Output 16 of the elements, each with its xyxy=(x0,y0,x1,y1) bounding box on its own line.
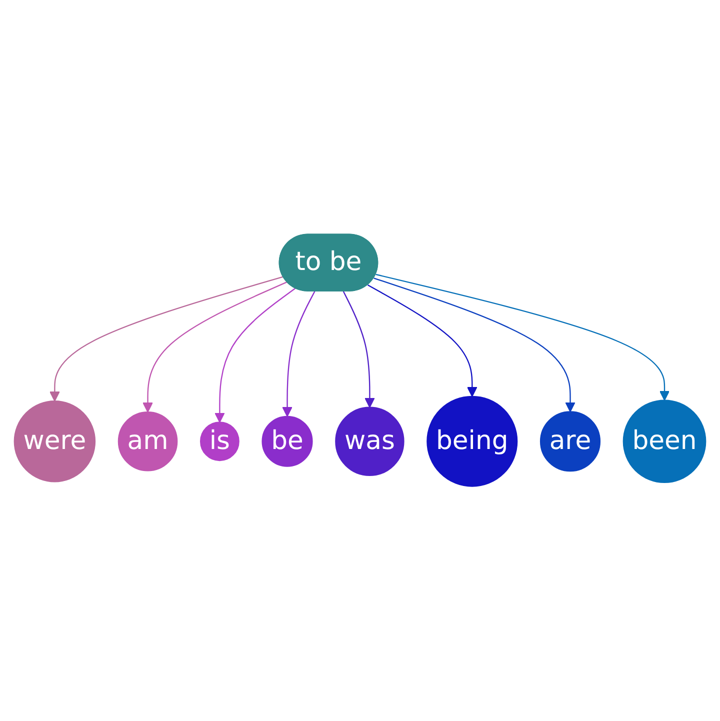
node-circle: am xyxy=(118,412,178,472)
arrow xyxy=(376,274,670,401)
arrow xyxy=(214,288,296,423)
arrow xyxy=(142,282,288,413)
node-circle: were xyxy=(14,400,96,482)
node-circle: are xyxy=(540,411,601,472)
node-circle: was xyxy=(335,406,404,476)
arrow xyxy=(342,291,375,408)
arrow xyxy=(367,284,478,398)
arrow xyxy=(374,278,576,412)
arrow xyxy=(282,291,316,418)
node-circle: be xyxy=(262,416,313,468)
node-circle: is xyxy=(200,422,240,462)
node-circle: being xyxy=(426,396,518,488)
arrow xyxy=(50,276,284,402)
node-circle: been xyxy=(622,400,706,484)
